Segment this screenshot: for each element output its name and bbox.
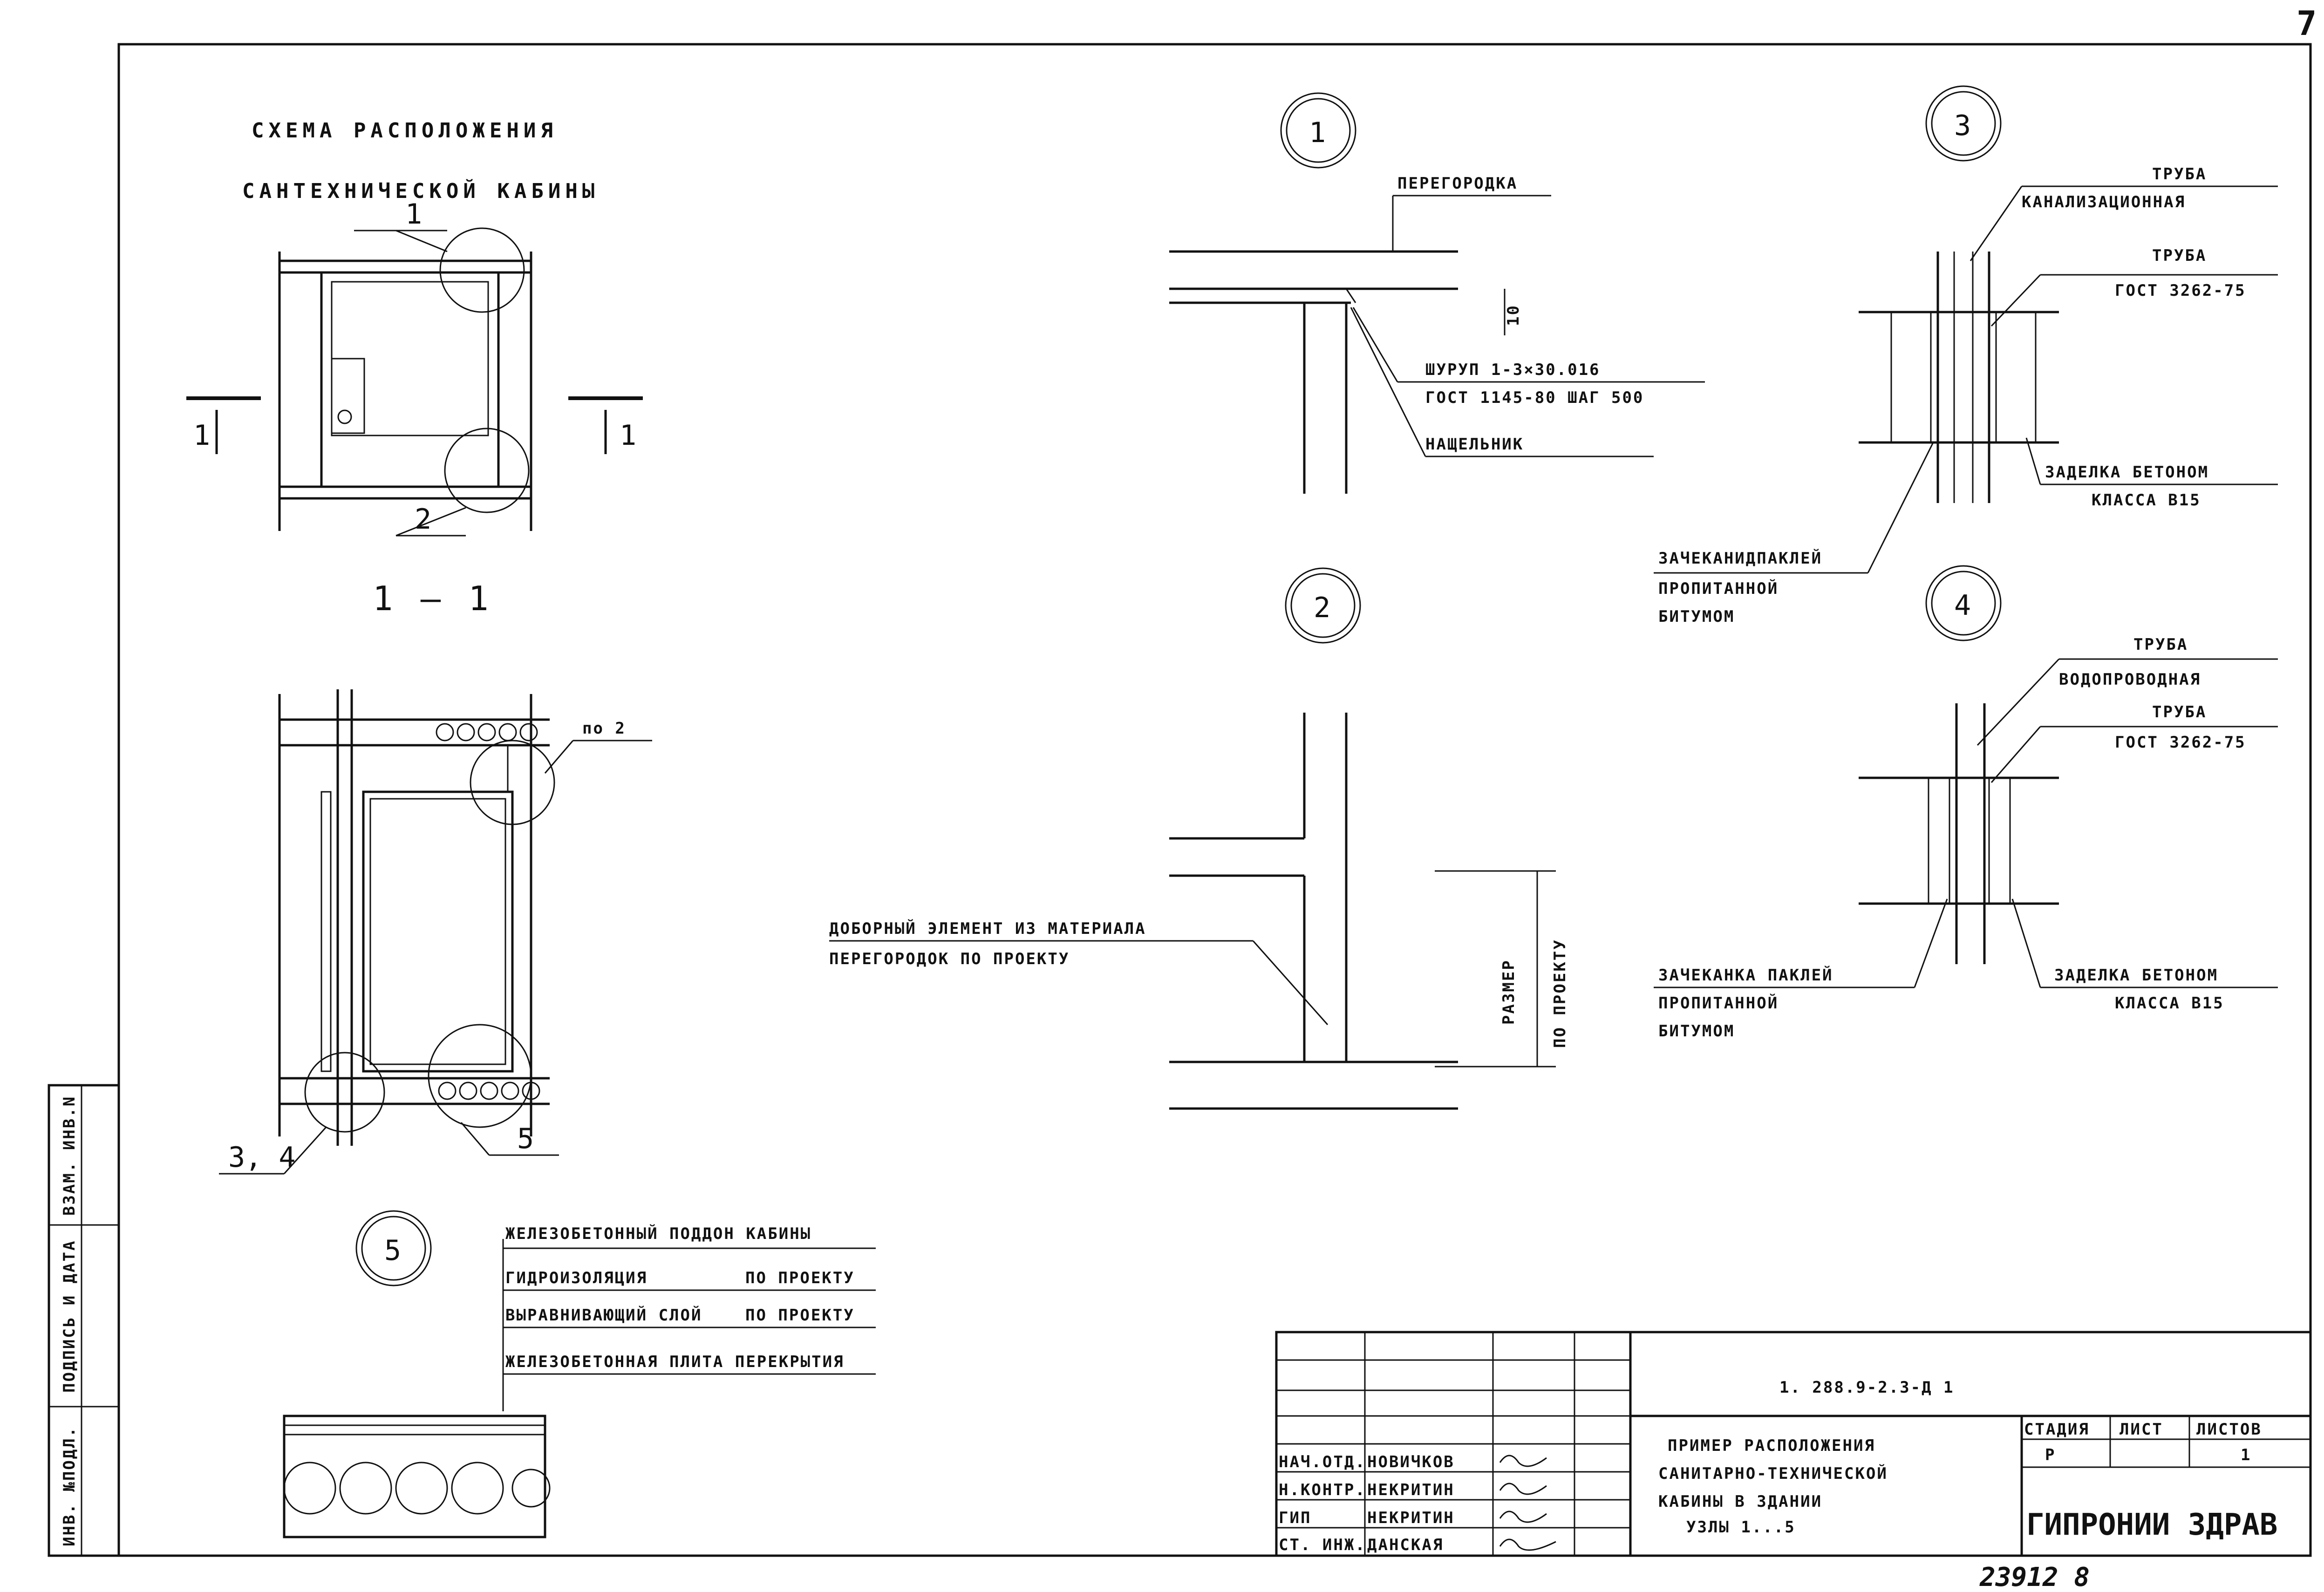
signature-2: [1499, 1483, 1547, 1495]
signature-1: [1499, 1455, 1547, 1467]
callout-ref: по 2: [582, 719, 626, 738]
node-2-label-1: ДОБОРНЫЙ ЭЛЕМЕНТ ИЗ МАТЕРИАЛА: [829, 919, 1146, 938]
node-4-pipe-4: ГОСТ 3262-75: [2115, 733, 2246, 752]
node-5: 5 ЖЕЛЕЗОБЕТОННЫЙ ПОДДОН КАБИНЫ ГИДРОИЗОЛ…: [283, 1210, 876, 1538]
node-1: 1 ПЕРЕГОРОДКА 10 ШУРУП 1-3×30.016 ГОСТ 1…: [1169, 92, 1705, 494]
node-1-partition-label: ПЕРЕГОРОДКА: [1397, 174, 1518, 193]
description-3: КАБИНЫ В ЗДАНИИ: [1658, 1492, 1822, 1511]
node-3-caulk-3: БИТУМОМ: [1658, 607, 1735, 626]
title-block: 1. 288.9-2.3-Д 1 НАЧ.ОТД. НОВИЧКОВ Н.КОН…: [1275, 1331, 2312, 1557]
node-3-caulk-2: ПРОПИТАННОЙ: [1658, 579, 1779, 598]
node-5-layer-3: ВЫРАВНИВАЮЩИЙ СЛОЙ: [505, 1306, 702, 1325]
name-1: НОВИЧКОВ: [1367, 1453, 1455, 1471]
description-4: УЗЛЫ 1...5: [1686, 1518, 1796, 1537]
callout-1: 1: [405, 198, 422, 231]
node-2-dim-2: ПО ПРОЕКТУ: [1551, 939, 1569, 1048]
node-5-layer-2b: ПО ПРОЕКТУ: [745, 1269, 855, 1287]
section-1-1: по 2 3, 4 5: [219, 689, 652, 1175]
node-3-pipe-2: КАНАЛИЗАЦИОННАЯ: [2022, 193, 2186, 211]
node-1-screw-2: ГОСТ 1145-80 ШАГ 500: [1425, 388, 1644, 407]
name-4: ДАНСКАЯ: [1367, 1536, 1444, 1554]
node-2-dim-1: РАЗМЕР: [1499, 959, 1518, 1025]
organization: ГИПРОНИИ ЗДРАВ: [2026, 1508, 2277, 1542]
node-4-seal-2: КЛАССА В15: [2115, 994, 2224, 1013]
node-5-layer-4: ЖЕЛЕЗОБЕТОННАЯ ПЛИТА ПЕРЕКРЫТИЯ: [505, 1353, 845, 1371]
node-1-number: 1: [1309, 116, 1326, 149]
node-2-number: 2: [1314, 592, 1330, 624]
stage-value: Р: [2045, 1446, 2056, 1464]
sheet-label: ЛИСТ: [2120, 1420, 2163, 1439]
node-3-pipe-4: ГОСТ 3262-75: [2115, 281, 2246, 300]
node-5-layer-3b: ПО ПРОЕКТУ: [745, 1306, 855, 1325]
node-3: 3 ТРУБА КАНАЛИЗАЦИОННАЯ ТРУБА ГОСТ 3262-…: [1654, 85, 2278, 626]
role-4: СТ. ИНЖ.: [1279, 1536, 1366, 1554]
node-4-seal-1: ЗАДЕЛКА БЕТОНОМ: [2054, 966, 2218, 985]
name-3: НЕКРИТИН: [1367, 1509, 1455, 1527]
sheets-label: ЛИСТОВ: [2196, 1420, 2262, 1439]
callout-2: 2: [415, 503, 431, 536]
archive-number: 23912 8: [1979, 1562, 2090, 1592]
node-3-seal-1: ЗАДЕЛКА БЕТОНОМ: [2045, 463, 2209, 482]
scheme-title-line2: САНТЕХНИЧЕСКОЙ КАБИНЫ: [242, 178, 599, 203]
node-4: 4 ТРУБА ВОДОПРОВОДНАЯ ТРУБА ГОСТ 3262-75…: [1654, 565, 2278, 1041]
role-3: ГИП: [1279, 1509, 1311, 1527]
role-1: НАЧ.ОТД.: [1279, 1453, 1366, 1471]
node-4-pipe-3: ТРУБА: [2152, 703, 2207, 721]
node-4-caulk-3: БИТУМОМ: [1658, 1022, 1735, 1041]
node-2: 2 ДОБОРНЫЙ ЭЛЕМЕНТ ИЗ МАТЕРИАЛА ПЕРЕГОРО…: [829, 567, 1569, 1110]
stage-label: СТАДИЯ: [2024, 1420, 2090, 1439]
node-2-label-2: ПЕРЕГОРОДОК ПО ПРОЕКТУ: [829, 950, 1070, 968]
description-2: САНИТАРНО-ТЕХНИЧЕСКОЙ: [1658, 1464, 1888, 1483]
description-1: ПРИМЕР РАСПОЛОЖЕНИЯ: [1668, 1436, 1875, 1455]
node-4-caulk-2: ПРОПИТАННОЙ: [1658, 993, 1779, 1013]
drawing-frame: [117, 43, 2312, 1557]
name-2: НЕКРИТИН: [1367, 1481, 1455, 1499]
node-3-pipe-1: ТРУБА: [2152, 165, 2207, 184]
node-1-strip-label: НАЩЕЛЬНИК: [1425, 435, 1524, 454]
stamp-inv-no: ИНВ. №ПОДЛ.: [60, 1426, 79, 1546]
stamp-signature-date: ПОДПИСЬ И ДАТА: [60, 1239, 79, 1393]
side-stamp: ИНВ. №ПОДЛ. ПОДПИСЬ И ДАТА ВЗАМ. ИНВ.N: [48, 1084, 120, 1557]
node-1-screw-1: ШУРУП 1-3×30.016: [1425, 361, 1601, 379]
section-mark-right: 1: [620, 419, 636, 452]
node-4-caulk-1: ЗАЧЕКАНКА ПАКЛЕЙ: [1658, 966, 1833, 985]
node-3-seal-2: КЛАССА В15: [2092, 491, 2201, 510]
doc-code: 1. 288.9-2.3-Д 1: [1779, 1378, 1955, 1397]
role-2: Н.КОНТР.: [1279, 1481, 1366, 1499]
node-5-layer-2: ГИДРОИЗОЛЯЦИЯ: [505, 1269, 647, 1287]
stamp-replaced-inv: ВЗАМ. ИНВ.N: [60, 1095, 79, 1216]
signature-4: [1499, 1538, 1556, 1551]
node-4-pipe-1: ТРУБА: [2133, 635, 2188, 654]
node-1-dim: 10: [1504, 304, 1523, 326]
node-3-number: 3: [1954, 109, 1971, 142]
section-mark-left: 1: [193, 419, 210, 452]
callout-3-4: 3, 4: [228, 1141, 296, 1174]
node-4-number: 4: [1954, 589, 1971, 622]
scheme-title-line1: СХЕМА РАСПОЛОЖЕНИЯ: [252, 119, 558, 143]
page-number: 7: [2297, 4, 2317, 43]
node-5-layer-1: ЖЕЛЕЗОБЕТОННЫЙ ПОДДОН КАБИНЫ: [505, 1224, 811, 1243]
node-3-caulk-1: ЗАЧЕКАНИДПАКЛЕЙ: [1658, 549, 1822, 568]
node-3-pipe-3: ТРУБА: [2152, 246, 2207, 265]
scheme-plan: СХЕМА РАСПОЛОЖЕНИЯ САНТЕХНИЧЕСКОЙ КАБИНЫ…: [186, 119, 643, 618]
node-4-pipe-2: ВОДОПРОВОДНАЯ: [2059, 670, 2201, 689]
callout-5: 5: [517, 1123, 534, 1155]
node-5-number: 5: [384, 1234, 401, 1267]
section-title: 1 — 1: [373, 579, 492, 618]
signature-3: [1499, 1510, 1547, 1523]
sheets-value: 1: [2241, 1446, 2251, 1464]
